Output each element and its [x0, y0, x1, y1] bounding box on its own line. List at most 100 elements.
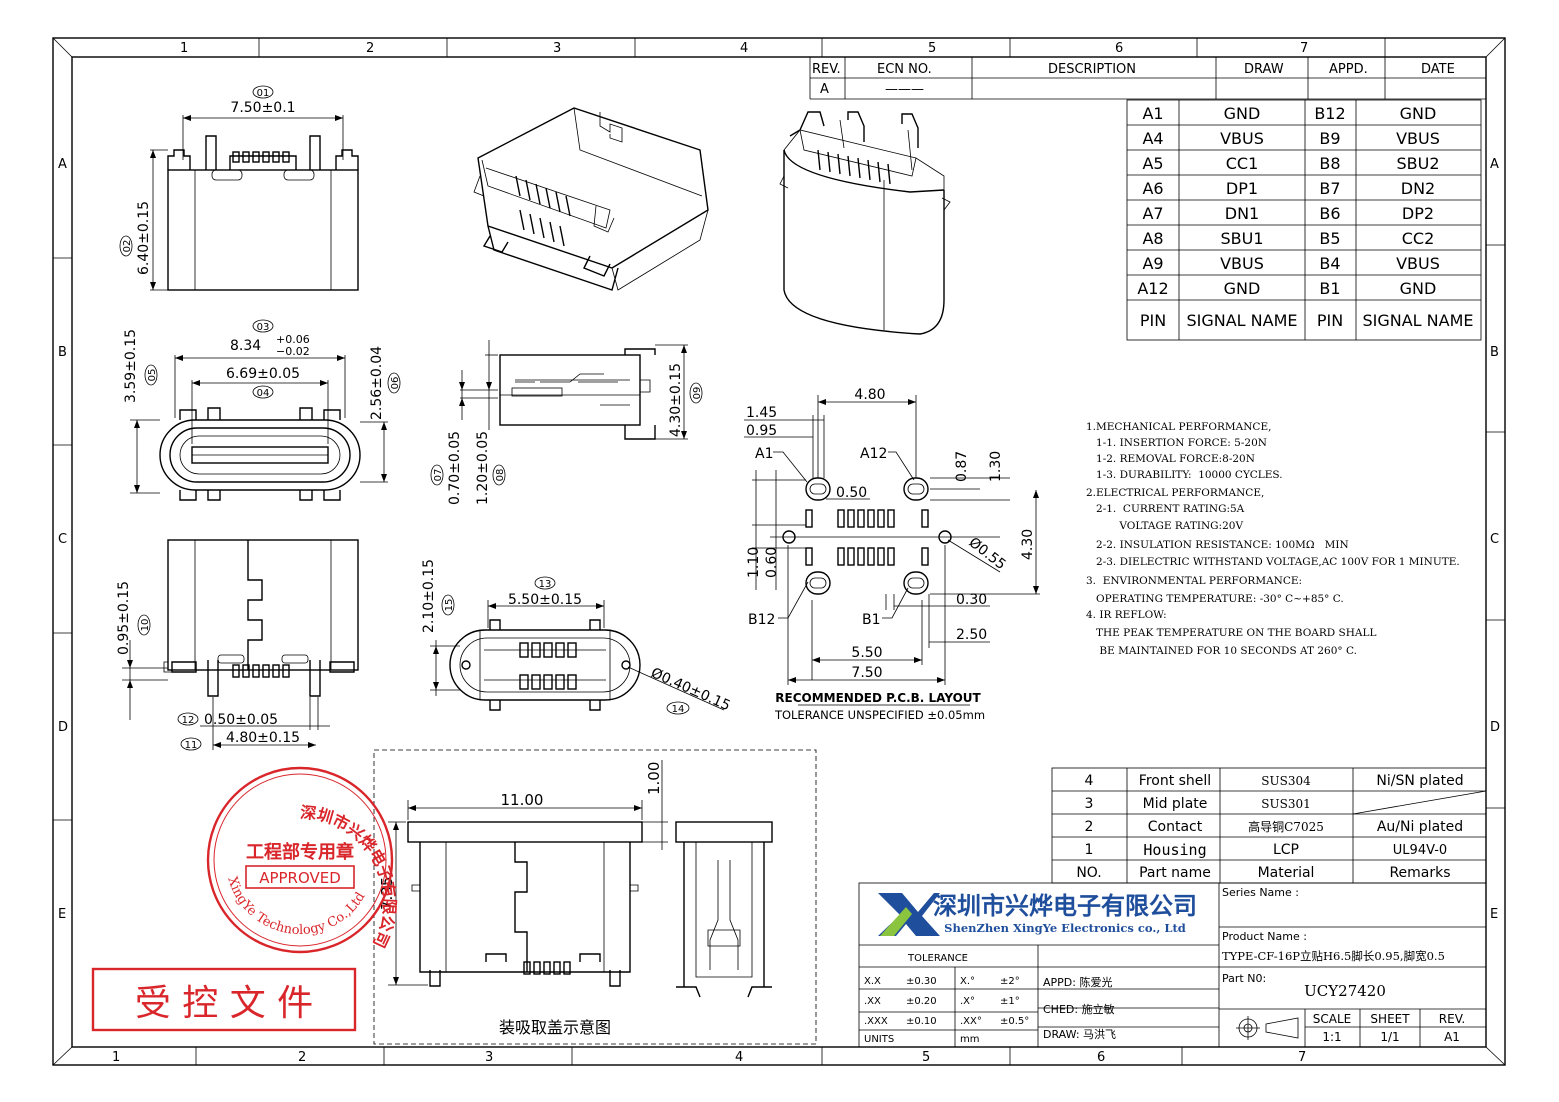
- note-line: 4. IR REFLOW:: [1086, 609, 1167, 621]
- company-name-cn: 深圳市兴烨电子有限公司: [933, 892, 1197, 920]
- tol-cell: ±0.20: [906, 996, 937, 1007]
- zone-right-A: A: [1490, 157, 1499, 172]
- sheet-frame: [52, 37, 1506, 1066]
- bom-cell: SUS301: [1261, 797, 1310, 811]
- signal-cell: CC2: [1402, 229, 1435, 248]
- note-line: VOLTAGE RATING:20V: [1086, 520, 1243, 532]
- pcb-dim-5-50: 5.50: [851, 645, 882, 661]
- ecn-header: ECN NO.: [877, 62, 932, 77]
- signal-cell: DN1: [1225, 204, 1259, 223]
- pin-cell: A1: [1142, 104, 1163, 123]
- signal-cell: VBUS: [1220, 129, 1264, 148]
- part-no-label: Part N0:: [1222, 972, 1266, 985]
- pcb-label-a1: A1: [755, 446, 773, 462]
- pin-cell: B12: [1314, 104, 1345, 123]
- units-label: UNITS: [864, 1034, 894, 1045]
- note-line: 1-1. INSERTION FORCE: 5-20N: [1086, 437, 1267, 449]
- pcb-dim-0-30: 0.30: [956, 592, 987, 608]
- dim-tag-02: 02: [122, 240, 133, 253]
- zone-left-A: A: [58, 157, 67, 172]
- zone-top-7: 7: [1300, 41, 1308, 56]
- bom-cell: Ni/SN plated: [1376, 773, 1463, 789]
- pcb-dim-0-60: 0.60: [764, 547, 780, 578]
- zone-bottom-4: 4: [735, 1050, 743, 1065]
- signal-cell: GND: [1400, 279, 1437, 298]
- dim-4-30: 4.30±0.15: [668, 363, 684, 437]
- bottom-view: 13 5.50±0.15 2.10±0.15 15 Ø0.40±0.15 14: [421, 559, 733, 715]
- draw-header: DRAW: [1244, 62, 1284, 77]
- dim-dia-0-40: Ø0.40±0.15: [648, 665, 732, 714]
- dim-8-34-tol-minus: −0.02: [276, 345, 310, 358]
- zone-top-4: 4: [740, 41, 748, 56]
- dim-8-34: 8.34: [230, 338, 261, 354]
- pcb-dim-1-10: 1.10: [746, 547, 762, 578]
- bom-header: Part name: [1139, 865, 1211, 881]
- pin-cell: B1: [1319, 279, 1340, 298]
- scale-label: SCALE: [1313, 1012, 1351, 1026]
- signal-cell: SBU1: [1220, 229, 1263, 248]
- zone-bottom-7: 7: [1298, 1050, 1306, 1065]
- technical-notes: 1.MECHANICAL PERFORMANCE, 1-1. INSERTION…: [1086, 421, 1460, 657]
- iso-view-rear: [473, 107, 709, 291]
- signal-cell: VBUS: [1396, 129, 1440, 148]
- tol-cell: .X°: [960, 996, 975, 1007]
- signal-cell: DN2: [1401, 179, 1435, 198]
- pcb-dim-0-95: 0.95: [746, 423, 777, 439]
- signal-cell: GND: [1400, 104, 1437, 123]
- company-logo: [878, 893, 940, 936]
- stamp-approved: APPROVED: [259, 869, 341, 887]
- zone-bottom-6: 6: [1097, 1050, 1105, 1065]
- zone-top-2: 2: [366, 41, 374, 56]
- tol-cell: ±0.30: [906, 976, 937, 987]
- projection-symbol: [1236, 1016, 1299, 1040]
- note-line: OPERATING TEMPERATURE: -30° C~+85° C.: [1086, 593, 1344, 605]
- dim-tag-11: 11: [185, 740, 198, 751]
- signal-cell: CC1: [1226, 154, 1259, 173]
- pcb-layout: 4.80 1.45 0.95 A1 A12 B12 B1 0.50 0.87 1…: [744, 387, 1040, 722]
- signal-cell: VBUS: [1220, 254, 1264, 273]
- dim-2-56: 2.56±0.04: [369, 346, 385, 420]
- bom-cell: LCP: [1273, 842, 1299, 858]
- dim-6-69: 6.69±0.05: [226, 366, 300, 382]
- pin-cell: A7: [1142, 204, 1163, 223]
- ecn-value: ———: [885, 82, 924, 97]
- tol-cell: X.°: [960, 976, 975, 987]
- dim-8-34-tol-plus: +0.06: [276, 333, 310, 346]
- note-line: 1-2. REMOVAL FORCE:8-20N: [1086, 453, 1255, 465]
- bom-header: Material: [1258, 865, 1315, 881]
- tol-cell: ±0.5°: [1000, 1016, 1029, 1027]
- bom-cell: UL94V-0: [1393, 843, 1447, 858]
- pickup-cap-view: 11.00 1.00 7.35 装吸取盖示意图: [373, 749, 817, 1045]
- bom-cell: Front shell: [1139, 773, 1211, 789]
- zone-left-E: E: [58, 907, 66, 922]
- dim-tag-05: 05: [147, 369, 158, 382]
- dim-tag-12: 12: [182, 715, 195, 726]
- pcb-dim-4-80: 4.80: [854, 387, 885, 403]
- bom-cell: Au/Ni plated: [1377, 819, 1463, 835]
- tol-cell: .XXX: [864, 1016, 888, 1027]
- dim-tag-04: 04: [257, 388, 270, 399]
- pin-header: PIN: [1317, 311, 1343, 330]
- signal-header: SIGNAL NAME: [1186, 311, 1297, 330]
- side-view: 0.70±0.05 07 1.20±0.05 08 4.30±0.15 09: [430, 340, 703, 505]
- mating-face-view: 03 8.34 +0.06 −0.02 6.69±0.05 04 3.59±0.…: [123, 319, 401, 501]
- zone-right-E: E: [1490, 907, 1498, 922]
- pin-cell: A12: [1137, 279, 1168, 298]
- zone-top-6: 6: [1115, 41, 1123, 56]
- dim-0-50-pitch: 0.50±0.05: [204, 712, 278, 728]
- bom-cell: 高导铜C7025: [1248, 819, 1324, 834]
- note-line: 2.ELECTRICAL PERFORMANCE,: [1086, 487, 1264, 499]
- dim-1-20: 1.20±0.05: [475, 431, 491, 505]
- pcb-caption: RECOMMENDED P.C.B. LAYOUT: [775, 691, 981, 705]
- signal-cell: SBU2: [1396, 154, 1439, 173]
- pcb-dim-0-50: 0.50: [836, 485, 867, 501]
- zone-labels: 1 2 3 4 5 6 7 1 2 3 4 5 6 7 A B C D E A …: [58, 41, 1500, 1065]
- zone-top-1: 1: [180, 41, 188, 56]
- signal-cell: DP1: [1226, 179, 1258, 198]
- pcb-dim-1-30: 1.30: [988, 451, 1004, 482]
- dim-tag-09: 09: [692, 387, 703, 400]
- controlled-document-stamp: 受 控 文 件: [91, 967, 357, 1032]
- dim-tag-14: 14: [672, 704, 685, 715]
- bom-cell: Contact: [1148, 819, 1203, 835]
